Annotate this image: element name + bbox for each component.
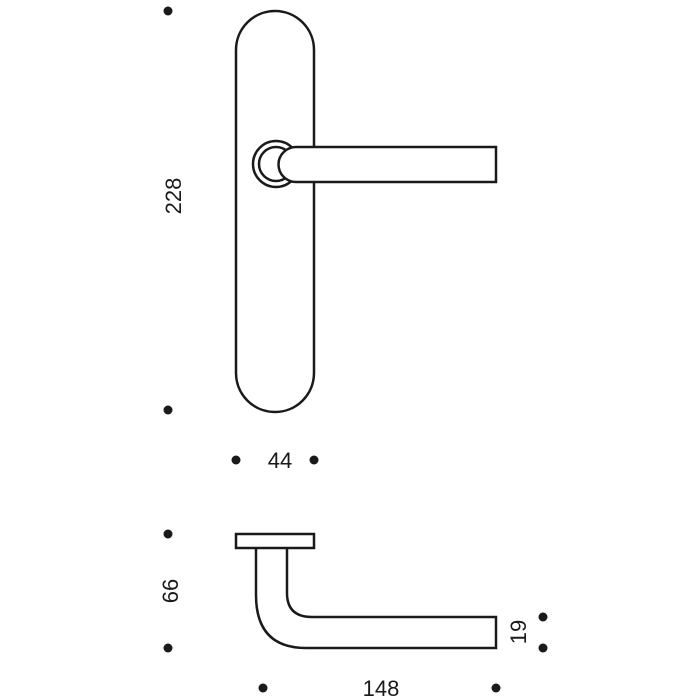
dim-label-lever-diameter: 19 [506,620,531,644]
dim-dot-lever-diameter-top [538,612,548,622]
lever-profile [254,548,498,650]
rose-profile [234,532,316,550]
dim-label-lever-length: 148 [363,676,400,700]
dim-label-projection: 66 [158,579,183,603]
dim-dot-plate-height-top [163,6,173,16]
dim-dot-projection-top [163,529,173,539]
dim-dot-lever-length-right [491,683,501,693]
lever-front [277,145,498,184]
dim-dot-lever-length-left [258,683,268,693]
dim-dot-plate-height-bottom [163,405,173,415]
dimension-labels: 228 44 66 148 19 [158,178,531,700]
front-view [234,9,498,414]
backplate [234,9,316,414]
dim-dot-plate-width-left [231,455,241,465]
side-view [234,532,498,650]
dim-dot-lever-diameter-bottom [538,643,548,653]
dim-dot-projection-bottom [163,643,173,653]
dim-label-plate-width: 44 [268,448,292,473]
dim-dot-plate-width-right [309,455,319,465]
dim-label-plate-height: 228 [161,178,186,215]
dimension-markers [163,6,548,693]
